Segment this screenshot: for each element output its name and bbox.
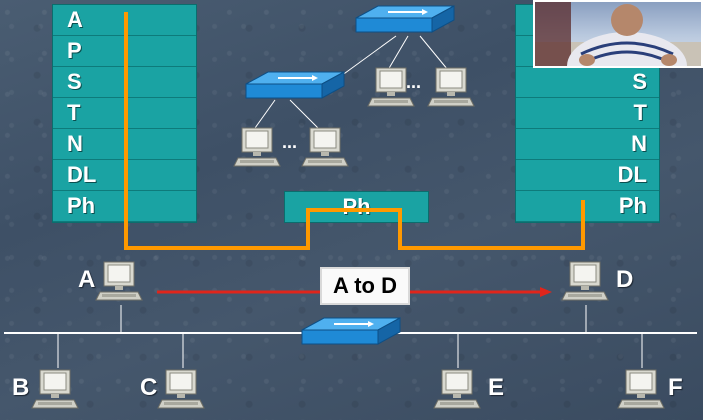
- host-b-computer-icon: [31, 369, 79, 409]
- bus-switch-icon: [301, 317, 401, 345]
- host-f-computer-icon: [617, 369, 665, 409]
- upper-topology-links: [254, 35, 449, 129]
- right-layer-physical: Ph: [516, 191, 659, 222]
- arrow-head-icon: [540, 287, 552, 297]
- host-label-f: F: [668, 374, 683, 401]
- host-label-e: E: [488, 374, 505, 401]
- right-layer-transport: T: [516, 98, 659, 129]
- mid-switch-icon: [245, 71, 345, 99]
- upper-computer-icon: [427, 67, 475, 107]
- switch-physical-layer: Ph: [284, 191, 429, 223]
- host-label-c: C: [140, 374, 158, 401]
- presenter-video-overlay: [533, 0, 703, 68]
- right-layer-network: N: [516, 129, 659, 160]
- upper-computer-icon: [233, 127, 281, 167]
- host-e-computer-icon: [433, 369, 481, 409]
- host-d-computer-icon: [561, 261, 609, 301]
- host-label-b: B: [12, 374, 30, 401]
- top-switch-icon: [355, 5, 455, 33]
- upper-computer-icon: [301, 127, 349, 167]
- data-path-line: [124, 12, 585, 250]
- ellipsis-upper-right: ...: [406, 72, 422, 92]
- host-label-a: A: [78, 266, 96, 293]
- right-layer-datalink: DL: [516, 160, 659, 191]
- host-c-computer-icon: [157, 369, 205, 409]
- path-label: A to D: [320, 267, 410, 305]
- host-label-d: D: [616, 266, 634, 293]
- host-a-computer-icon: [95, 261, 143, 301]
- right-layer-session: S: [516, 67, 659, 98]
- ellipsis-upper-left: ...: [282, 132, 298, 152]
- bus-drops: [57, 305, 643, 368]
